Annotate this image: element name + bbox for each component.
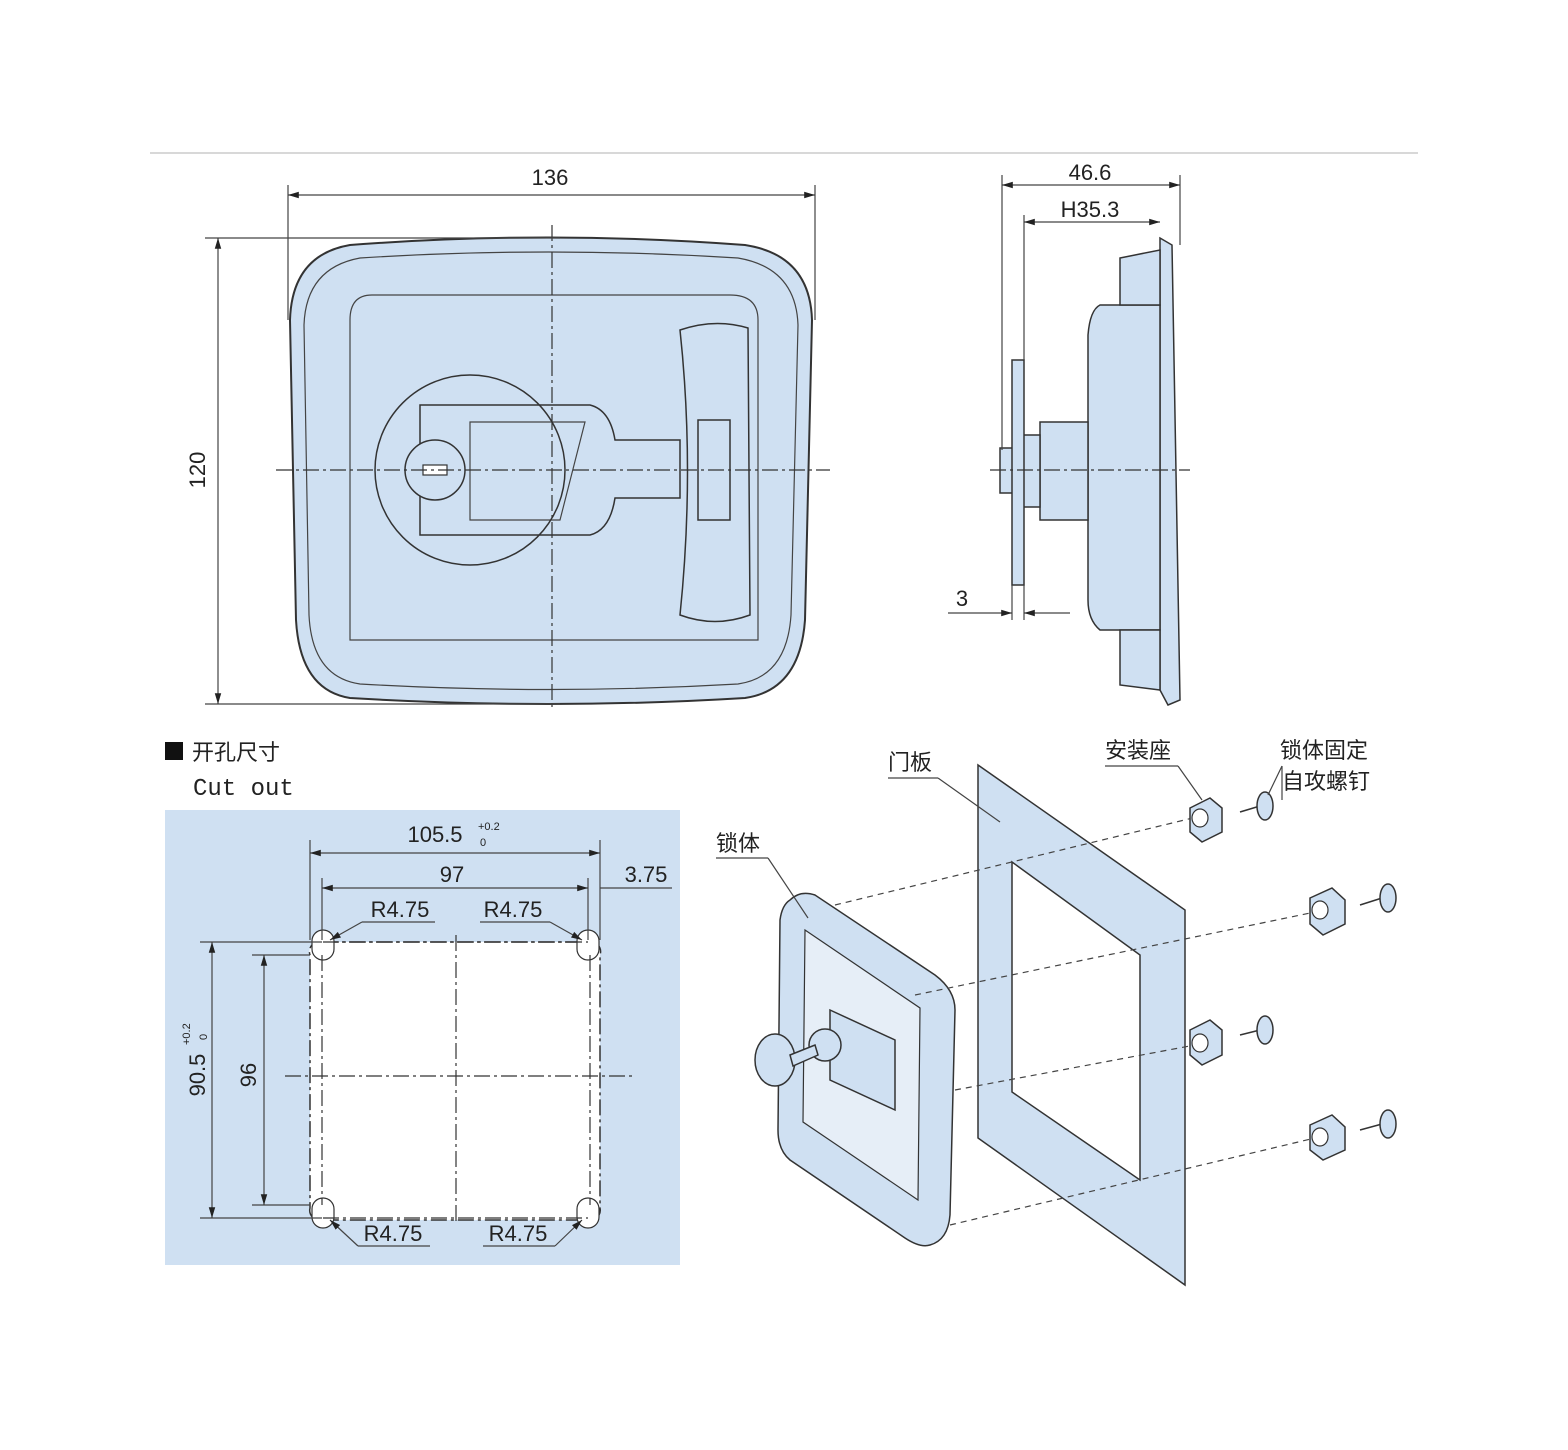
front-width-label: 136 — [532, 165, 569, 190]
label-lock-body: 锁体 — [716, 832, 760, 857]
exploded-view: 门板 锁体 安装座 锁体固定 自攻螺钉 — [716, 739, 1397, 1287]
label-door-panel: 门板 — [888, 751, 932, 776]
front-height-label: 120 — [185, 452, 210, 489]
cutout-inner-height-label: 96 — [236, 1063, 261, 1087]
cutout-shape — [308, 940, 602, 1222]
side-view: 46.6 H35.3 3 — [948, 160, 1190, 706]
cutout-height-tol-lower: 0 — [198, 1034, 210, 1040]
side-handle-label: H35.3 — [1061, 197, 1120, 222]
door-panel-section — [1011, 359, 1025, 586]
cutout-width-tol-upper: +0.2 — [478, 821, 500, 833]
cutout-inner-width-label: 97 — [440, 862, 464, 887]
mount-seats — [1189, 797, 1346, 1161]
side-depth-label: 46.6 — [1069, 160, 1112, 185]
label-screw-line1: 锁体固定 — [1280, 739, 1368, 764]
lock-body-side — [1087, 304, 1161, 631]
radius-label-bottom-right: R4.75 — [489, 1221, 548, 1246]
front-view: 136 120 — [185, 165, 830, 710]
side-panel-label: 3 — [956, 586, 968, 611]
section-bullet — [165, 742, 183, 760]
cutout-section: 开孔尺寸 Cut out 105.5 +0.2 0 97 3.75 R — [165, 741, 680, 1265]
cutout-offset-label: 3.75 — [625, 862, 668, 887]
cutout-title-en: Cut out — [193, 776, 294, 803]
lock-housing-ring — [374, 374, 566, 566]
radius-label-top-right: R4.75 — [484, 897, 543, 922]
label-mount-seat: 安装座 — [1105, 739, 1171, 764]
cutout-height-tol-upper: +0.2 — [181, 1023, 193, 1045]
cutout-title-cn: 开孔尺寸 — [192, 741, 280, 766]
front-flange — [1159, 236, 1181, 706]
cutout-width-tol-lower: 0 — [480, 837, 486, 849]
label-screw-line2: 自攻螺钉 — [1282, 770, 1370, 795]
spindle — [1039, 421, 1089, 521]
key — [754, 1033, 796, 1087]
cutout-height-label: 90.5 — [185, 1054, 210, 1097]
cutout-width-label: 105.5 — [407, 822, 462, 847]
radius-label-top-left: R4.75 — [371, 897, 430, 922]
radius-label-bottom-left: R4.75 — [364, 1221, 423, 1246]
self-tapping-screws — [1239, 791, 1397, 1139]
